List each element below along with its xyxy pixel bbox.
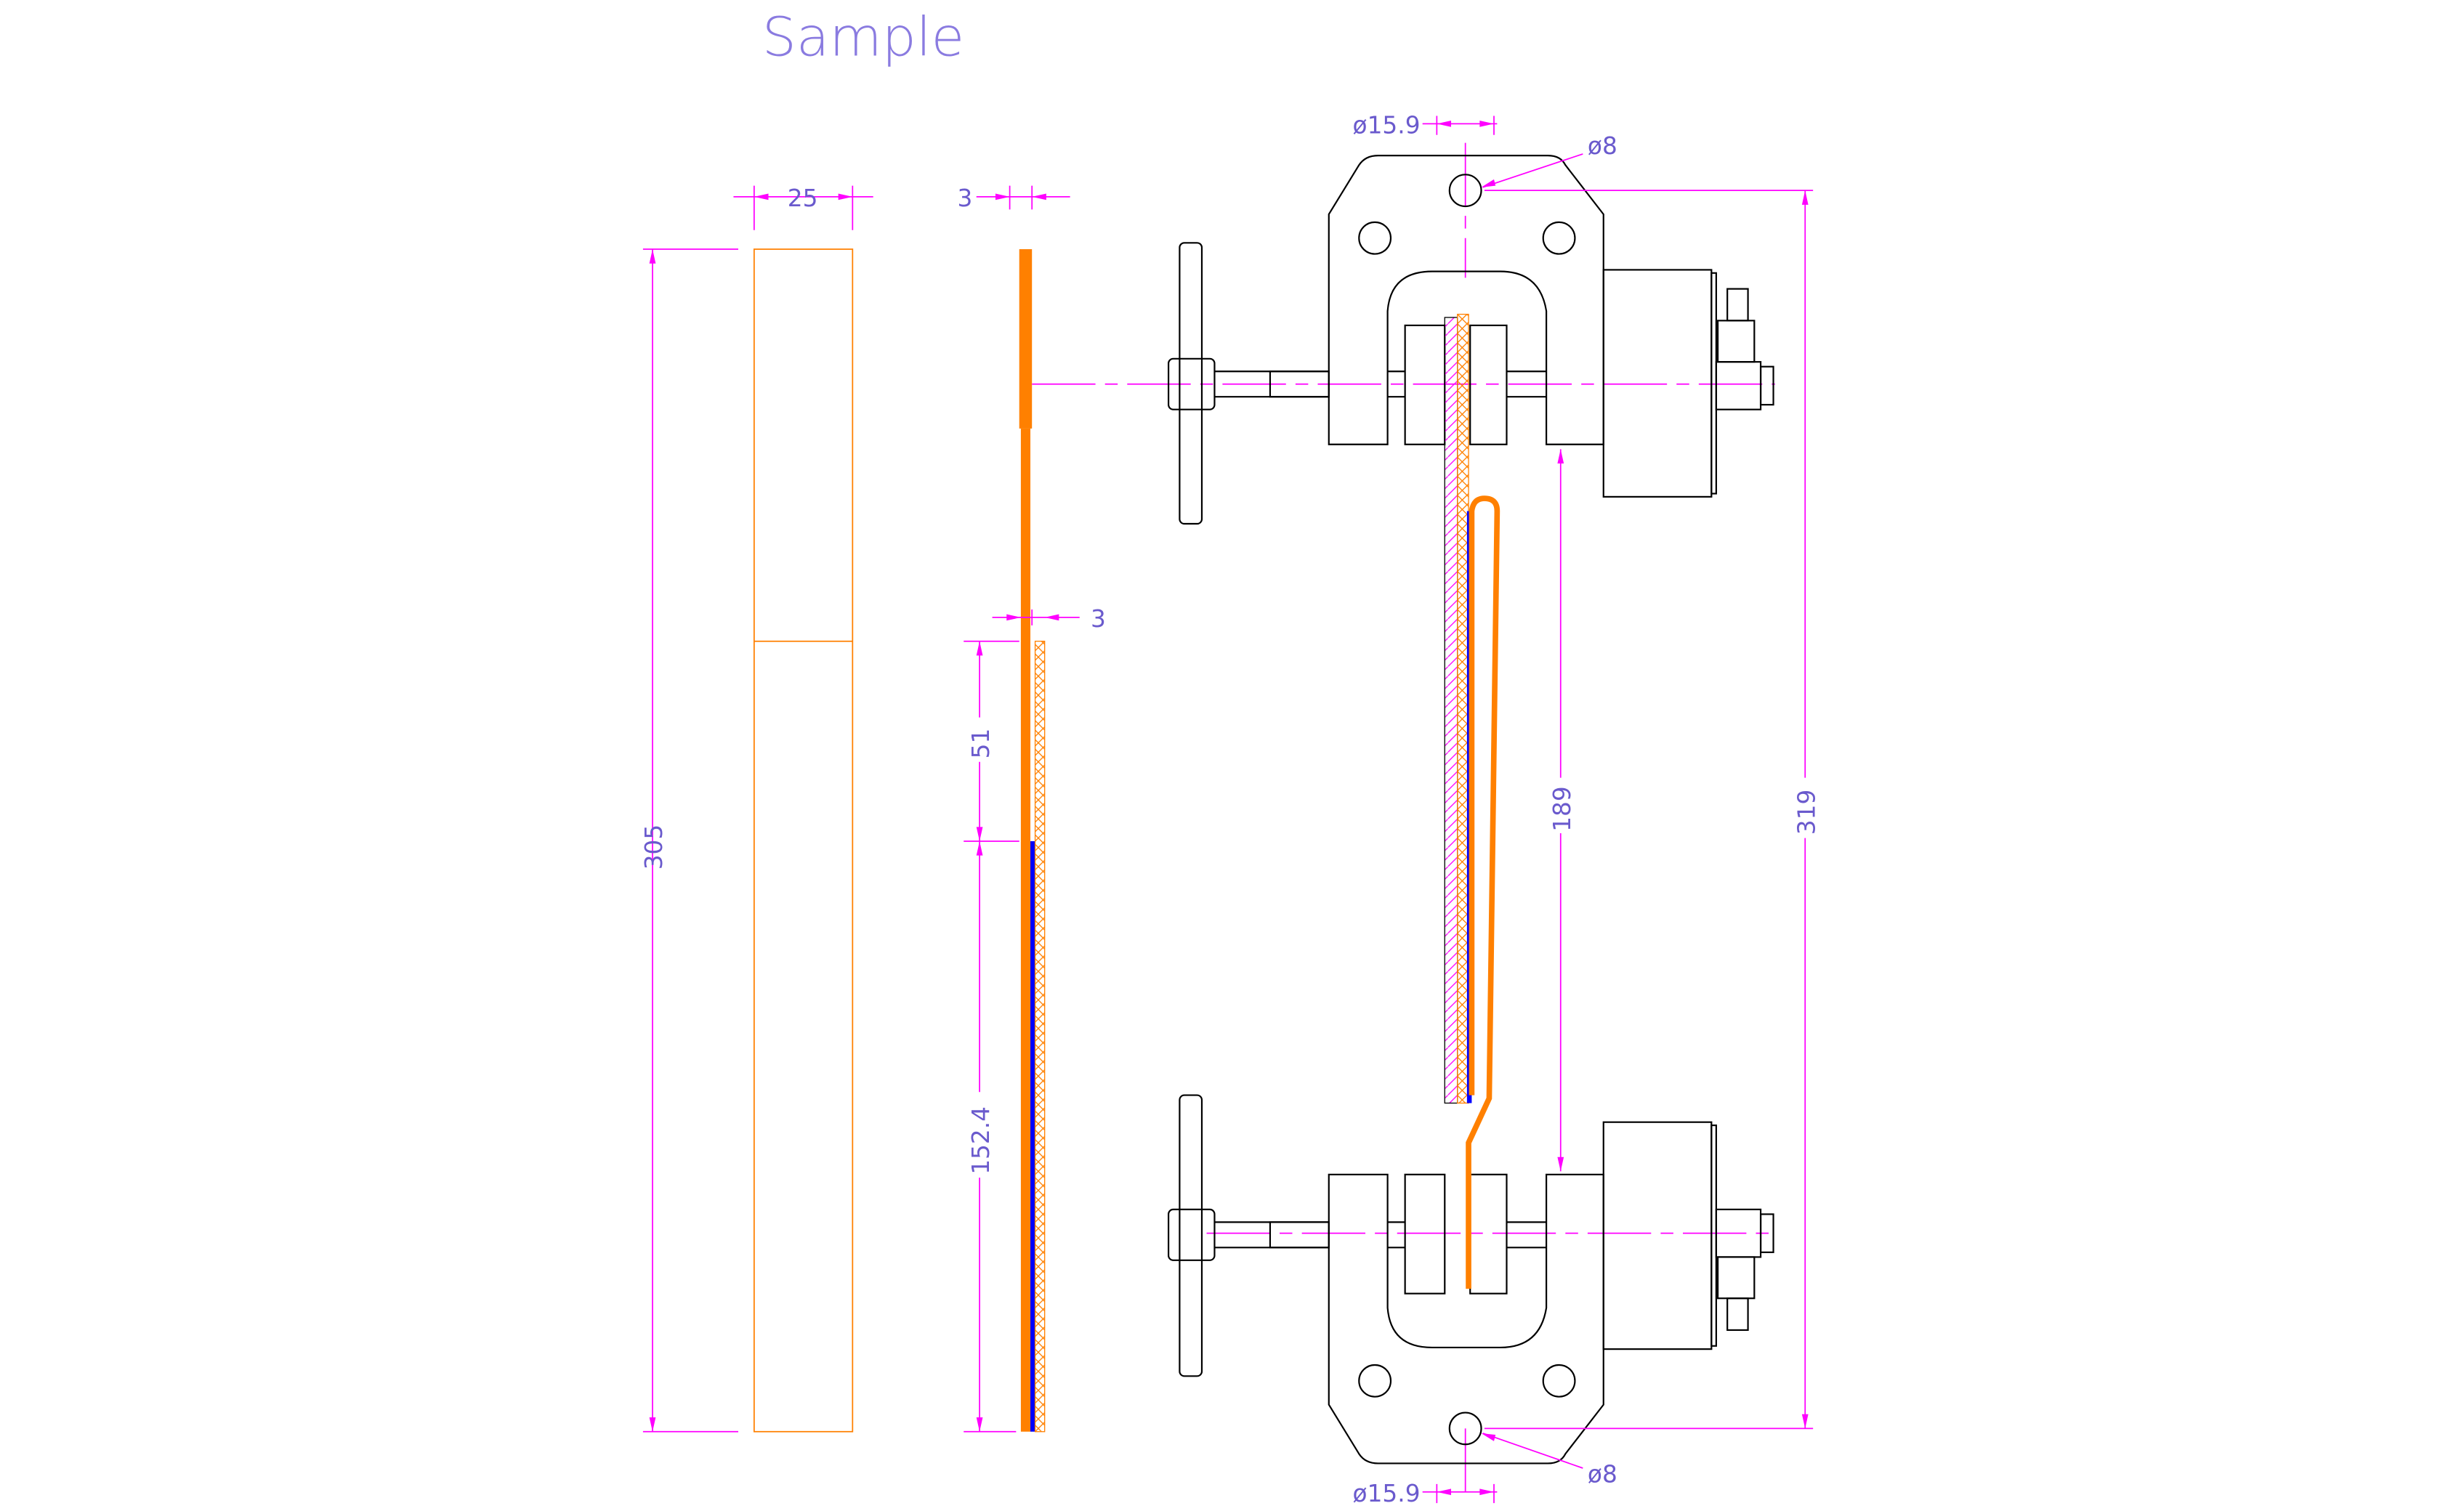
- load-cell-housing: [1602, 269, 1713, 498]
- substrate-plate: [1444, 317, 1458, 1104]
- clamp-plate: [1328, 155, 1604, 445]
- front-view: 25 305: [640, 185, 873, 1433]
- grip-gap-dimension: 189: [1548, 449, 1576, 1172]
- peeled-specimen-arm: [1466, 495, 1500, 1289]
- bottom-bore-label: ø15.9: [1353, 1480, 1421, 1507]
- width-dimension: 25: [733, 185, 873, 230]
- top-bore-dimension: ø15.9: [1353, 112, 1498, 139]
- bond-label: 152.4: [967, 1106, 995, 1175]
- top-thickness-label: 3: [958, 185, 973, 212]
- overlap-label: 51: [967, 729, 995, 759]
- t-handle-bar: [1179, 242, 1203, 525]
- top-bore-label: ø15.9: [1353, 112, 1421, 139]
- fitting: [1716, 320, 1756, 363]
- backing-plate: [1034, 641, 1046, 1433]
- lower-thickness-label: 3: [1091, 605, 1106, 633]
- cable: [1726, 288, 1749, 322]
- jaw-left: [1404, 324, 1446, 445]
- adhesive-layer: [1030, 840, 1035, 1432]
- pin-to-pin-dimension: 319: [1484, 190, 1820, 1430]
- bottom-hole-label: ø8: [1588, 1461, 1617, 1488]
- pin-hole: [1448, 174, 1482, 208]
- pin-to-pin-label: 319: [1793, 790, 1820, 835]
- top-thickness-dimension: 3: [958, 185, 1070, 212]
- bolt-hole: [1358, 221, 1392, 255]
- bolt-hole: [1542, 221, 1576, 255]
- specimen-front-outline: [753, 248, 854, 1433]
- screw-collar: [1269, 370, 1330, 398]
- t-handle-knob: [1168, 357, 1216, 410]
- bottom-hole-leader: ø8: [1481, 1433, 1617, 1488]
- length-dimension: 305: [640, 248, 739, 1433]
- side-view: 3 3 51 152.4: [958, 185, 1106, 1433]
- overlap-dimension: 51: [964, 640, 1019, 842]
- top-clamp: [1168, 155, 1774, 525]
- width-label: 25: [788, 185, 818, 212]
- specimen-adherend: [1020, 428, 1031, 1432]
- lower-thickness-dimension: 3: [992, 605, 1106, 633]
- top-hole-label: ø8: [1588, 132, 1617, 160]
- backing-plate-mounted: [1457, 313, 1469, 1104]
- bottom-bore-dimension: ø15.9: [1353, 1480, 1498, 1507]
- test-fixture: 189 319 ø15.9 ø8 ø15.9 ø8: [1032, 112, 1820, 1507]
- adjuster-body: [1715, 361, 1762, 410]
- drawing-title: Sample: [762, 5, 964, 68]
- top-hole-leader: ø8: [1481, 132, 1617, 188]
- jaw-right: [1469, 324, 1508, 445]
- grip-gap-label: 189: [1548, 786, 1576, 832]
- adjuster-nut: [1759, 365, 1774, 406]
- specimen-top-section: [1019, 249, 1033, 429]
- length-label: 305: [640, 825, 668, 870]
- bond-dimension: 152.4: [964, 840, 1017, 1433]
